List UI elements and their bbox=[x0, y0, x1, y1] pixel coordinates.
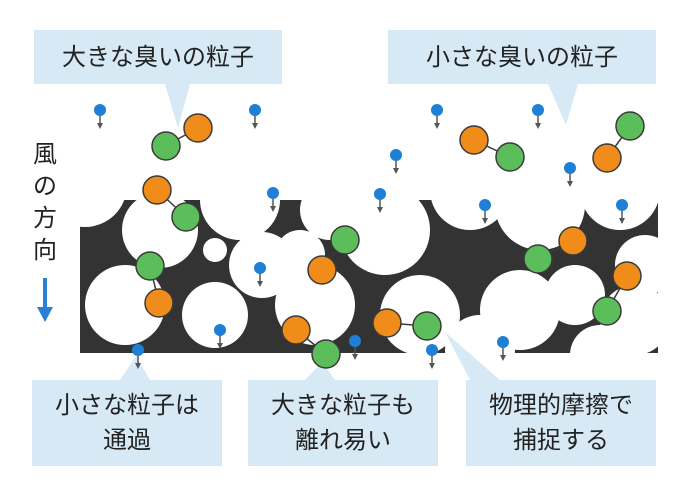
large-particle bbox=[459, 125, 525, 172]
wind-char: 方 bbox=[33, 204, 57, 232]
small-particle bbox=[374, 188, 386, 213]
small-particle bbox=[431, 104, 443, 129]
label-text-line2: 離れ易い bbox=[295, 426, 391, 454]
small-particle bbox=[214, 324, 226, 349]
small-particle bbox=[349, 335, 361, 360]
label-text-line1: 物理的摩擦で bbox=[489, 391, 633, 420]
label-text-line1: 小さな粒子は bbox=[55, 391, 199, 420]
small-particle bbox=[497, 336, 509, 361]
small-particle bbox=[390, 149, 402, 174]
filter-media bbox=[43, 143, 675, 385]
large-particle bbox=[592, 111, 645, 173]
small-particle bbox=[532, 104, 544, 129]
small-particle bbox=[94, 104, 106, 129]
wind-arrow-icon bbox=[37, 278, 53, 322]
label-small-odor-particle: 小さな臭いの粒子 bbox=[388, 30, 656, 84]
label-friction-capture: 物理的摩擦で 捕捉する bbox=[466, 380, 656, 466]
wind-direction-label: 風 の 方 向 bbox=[30, 138, 60, 266]
small-particle bbox=[267, 187, 279, 212]
large-particle bbox=[281, 315, 341, 369]
small-particle bbox=[254, 262, 266, 287]
small-particle bbox=[564, 162, 576, 187]
small-particle bbox=[479, 199, 491, 224]
label-text-line2: 捕捉する bbox=[513, 426, 609, 454]
small-particle bbox=[616, 199, 628, 224]
large-particle bbox=[523, 226, 588, 274]
label-pointers bbox=[120, 84, 578, 380]
label-text-line2: 通過 bbox=[103, 426, 151, 454]
large-particle bbox=[372, 308, 442, 341]
wind-char: の bbox=[33, 172, 57, 200]
label-text: 大きな臭いの粒子 bbox=[62, 42, 254, 71]
large-particle bbox=[592, 261, 642, 326]
label-text-line1: 大きな粒子も bbox=[271, 391, 415, 420]
label-large-odor-particle: 大きな臭いの粒子 bbox=[34, 30, 282, 84]
label-large-detach: 大きな粒子も 離れ易い bbox=[248, 380, 438, 466]
wind-char: 風 bbox=[33, 140, 57, 168]
wind-char: 向 bbox=[33, 236, 57, 264]
large-particle bbox=[307, 225, 360, 285]
small-particles bbox=[94, 104, 628, 369]
small-particle bbox=[426, 344, 438, 369]
label-text: 小さな臭いの粒子 bbox=[426, 42, 618, 71]
small-particle bbox=[249, 104, 261, 129]
large-particle bbox=[135, 251, 174, 318]
large-particles bbox=[135, 111, 645, 369]
large-particle bbox=[142, 175, 201, 232]
label-small-pass: 小さな粒子は 通過 bbox=[32, 380, 222, 466]
large-particle bbox=[151, 113, 213, 161]
small-particle bbox=[132, 344, 144, 369]
